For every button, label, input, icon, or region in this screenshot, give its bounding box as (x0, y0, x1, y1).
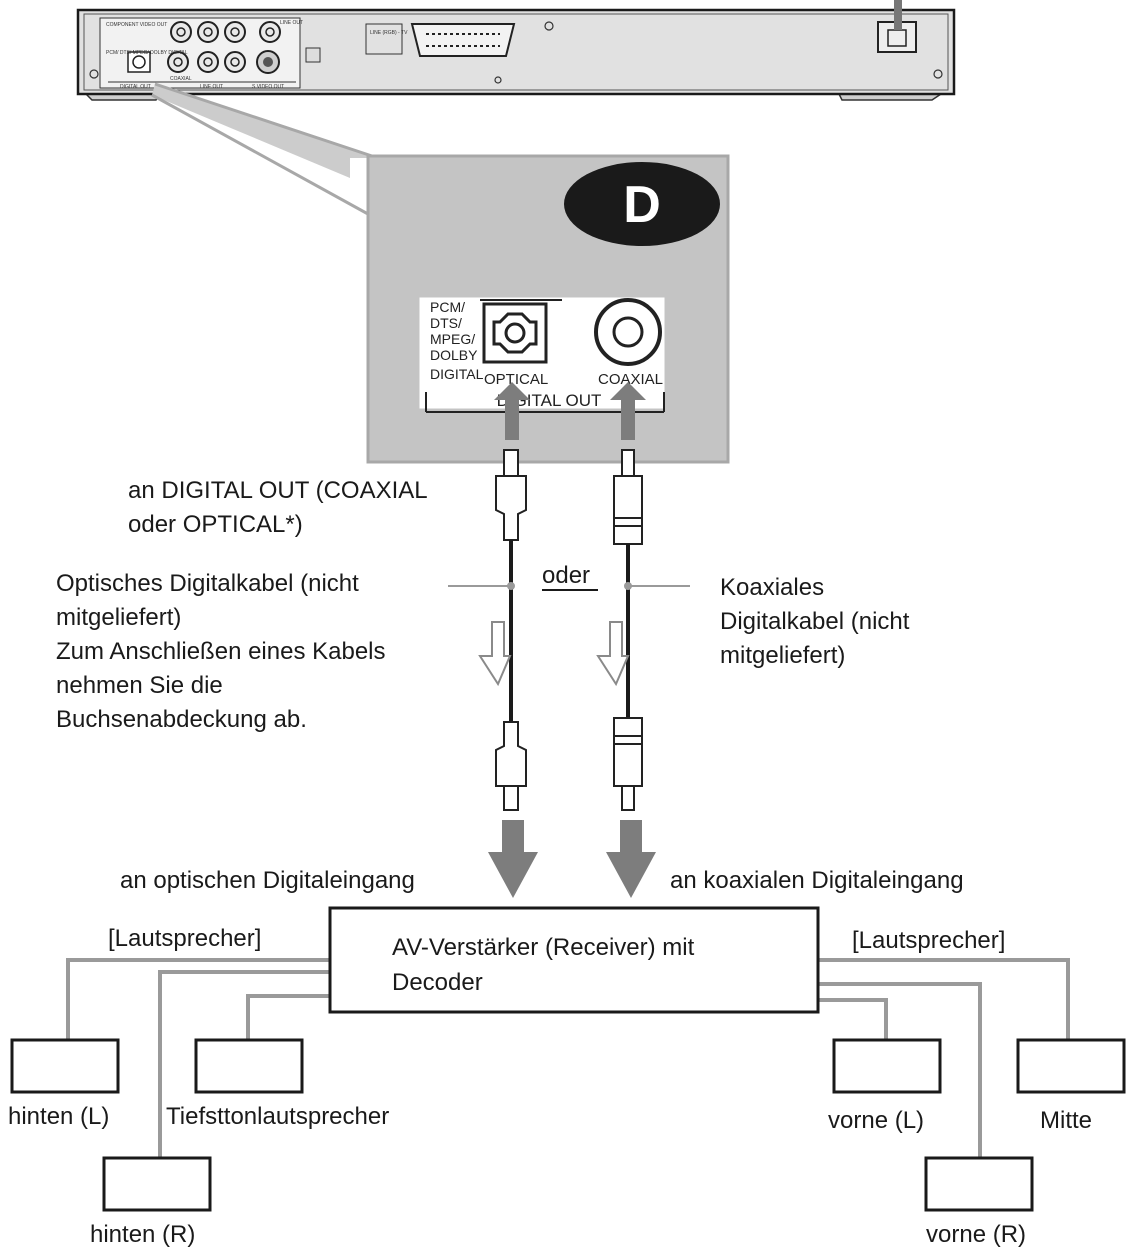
optical-input-arrow-shaft (502, 820, 524, 856)
optical-cable-label-line-3: Zum Anschließen eines Kabels (56, 638, 386, 665)
panel-label-coaxial: COAXIAL (170, 76, 192, 82)
zoom-callout: D PCM/ DTS/ MPEG/ DOLBY DIGITAL OPTICAL … (151, 82, 730, 464)
optical-cable-label-line-1: Optisches Digitalkabel (nicht (56, 570, 359, 597)
speaker-center-label: Mitte (1040, 1107, 1092, 1134)
optical-direction-arrow (478, 621, 512, 687)
speaker-front-right-label: vorne (R) (926, 1221, 1026, 1248)
speakers-heading-left: [Lautsprecher] (108, 925, 261, 952)
coaxial-input-arrow-shaft (620, 820, 642, 856)
digital-out-hint-line-1: an DIGITAL OUT (COAXIAL (128, 477, 428, 504)
panel-label-digital-out: DIGITAL OUT (120, 84, 151, 90)
coaxial-input-arrow-head (606, 852, 656, 898)
panel-label-component: COMPONENT VIDEO OUT (106, 22, 167, 28)
coaxial-cable-label-line-2: Digitalkabel (nicht (720, 608, 910, 635)
format-line-1: PCM/ (430, 299, 465, 315)
format-line-5: DIGITAL (430, 366, 484, 382)
optical-arrow-up-shaft (505, 392, 519, 440)
speaker-front-right (924, 1156, 1034, 1212)
optical-cable-label-line-2: mitgeliefert) (56, 604, 181, 631)
coaxial-cable (613, 449, 643, 811)
speaker-center (1016, 1038, 1126, 1094)
optical-arrow-up-head (494, 382, 530, 400)
panel-label-format: PCM/ DTS/ MPEG/ DOLBY DIGITAL (106, 50, 188, 56)
speaker-rear-right-label: hinten (R) (90, 1221, 195, 1248)
optical-cable-label-line-4: nehmen Sie die (56, 672, 223, 699)
format-line-4: DOLBY (430, 347, 478, 363)
coaxial-direction-arrow (596, 621, 630, 687)
coaxial-jack (594, 298, 662, 366)
digital-out-hint-line-2: oder OPTICAL*) (128, 511, 303, 538)
optical-input-label: an optischen Digitaleingang (120, 867, 415, 894)
receiver-label-line-1: AV-Verstärker (Receiver) mit (392, 934, 695, 961)
coaxial-arrow-up-shaft (621, 392, 635, 440)
coaxial-jack-label: COAXIAL (598, 371, 663, 388)
speaker-subwoofer-label: Tiefsttonlautsprecher (166, 1103, 389, 1130)
coaxial-cable-label-line-1: Koaxiales (720, 574, 824, 601)
speaker-rear-left (10, 1038, 120, 1094)
speakers-heading-right: [Lautsprecher] (852, 927, 1005, 954)
optical-jack (482, 302, 548, 364)
section-badge-letter: D (623, 176, 661, 234)
optical-jack-label: OPTICAL (484, 371, 548, 388)
coaxial-cable-label-line-3: mitgeliefert) (720, 642, 845, 669)
speaker-front-left-label: vorne (L) (828, 1107, 924, 1134)
format-line-3: MPEG/ (430, 331, 475, 347)
dvd-player-back-panel: COMPONENT VIDEO OUT LINE OUT PCM/ DTS/ M… (76, 0, 956, 101)
receiver-label-line-2: Decoder (392, 969, 483, 996)
optical-cable-label-line-5: Buchsenabdeckung ab. (56, 706, 307, 733)
section-badge (564, 162, 720, 246)
coaxial-input-label: an koaxialen Digitaleingang (670, 867, 964, 894)
speaker-front-left (832, 1038, 942, 1094)
coaxial-arrow-up-head (610, 382, 646, 400)
panel-label-s-video: S VIDEO OUT (252, 84, 284, 90)
format-line-2: DTS/ (430, 315, 462, 331)
speaker-wiring (66, 958, 1070, 1158)
speaker-rear-left-label: hinten (L) (8, 1103, 109, 1130)
speaker-subwoofer (194, 1038, 304, 1094)
av-receiver-box (328, 906, 820, 1014)
speaker-rear-right (102, 1156, 212, 1212)
or-label: oder (542, 562, 590, 589)
panel-label-line-out: LINE OUT (200, 84, 223, 90)
optical-cable (495, 449, 527, 811)
optical-input-arrow-head (488, 852, 538, 898)
panel-label-line-out-top: LINE OUT (280, 20, 303, 26)
panel-label-scart: LINE (RGB) - TV (370, 30, 408, 36)
